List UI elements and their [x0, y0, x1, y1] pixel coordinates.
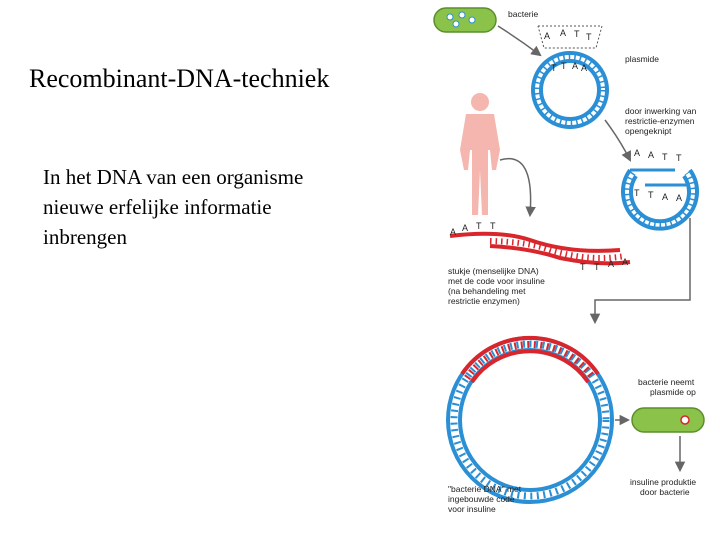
base-letter: A — [676, 193, 683, 203]
base-letter: T — [586, 32, 592, 42]
base-letter: A — [662, 192, 669, 202]
bacterium-bottom — [631, 407, 705, 433]
label-insuline: insuline produktie door bacterie — [630, 477, 697, 497]
base-letter: T — [490, 221, 496, 231]
human-dna-fragment — [449, 231, 631, 266]
label-bacterie-neemt: bacterie neemt plasmide op — [638, 377, 696, 397]
label-restrictie: door inwerking van restrictie-enzymen op… — [625, 106, 697, 136]
base-letter: A — [462, 223, 469, 233]
plasmid-ring — [531, 51, 609, 129]
base-letter: T — [662, 152, 668, 162]
diagram-graphics — [433, 7, 705, 504]
base-letter: T — [648, 190, 654, 200]
base-letter: A — [634, 148, 641, 158]
body-line-1: In het DNA van een organisme — [43, 165, 304, 189]
base-letter: T — [580, 262, 586, 272]
base-letter: A — [572, 61, 579, 71]
base-letter: A — [648, 150, 655, 160]
label-bacterie: bacterie — [508, 9, 539, 19]
slide-title: Recombinant-DNA-techniek — [29, 64, 330, 93]
label-plasmide: plasmide — [625, 54, 660, 64]
label-stukje-dna: stukje (menselijke DNA) met de code voor… — [448, 266, 545, 306]
plasmid-opened — [621, 168, 699, 231]
base-letter: A — [560, 28, 567, 38]
base-letter: T — [551, 63, 557, 73]
label-bacterie-dna: "bacterie DNA" met ingebouwde code voor … — [448, 484, 522, 514]
base-letter: T — [676, 153, 682, 163]
base-letter: T — [594, 262, 600, 272]
body-line-3: inbrengen — [43, 225, 127, 249]
base-letter: T — [634, 188, 640, 198]
base-letter: T — [476, 221, 482, 231]
base-letter: T — [574, 29, 580, 39]
base-letter: A — [544, 31, 551, 41]
base-letter: A — [608, 259, 615, 269]
recombinant-plasmid — [446, 335, 614, 504]
slide-body: In het DNA van een organisme nieuwe erfe… — [43, 162, 303, 252]
body-line-2: nieuwe erfelijke informatie — [43, 195, 272, 219]
base-letter: A — [581, 63, 588, 73]
base-letter: A — [622, 257, 629, 267]
bacterium-top — [433, 7, 497, 33]
human-figure — [460, 93, 500, 215]
base-letter: A — [450, 227, 457, 237]
recombinant-dna-diagram: bacterie plasmide door inwerking van res… — [420, 0, 720, 540]
base-letter: T — [561, 61, 567, 71]
